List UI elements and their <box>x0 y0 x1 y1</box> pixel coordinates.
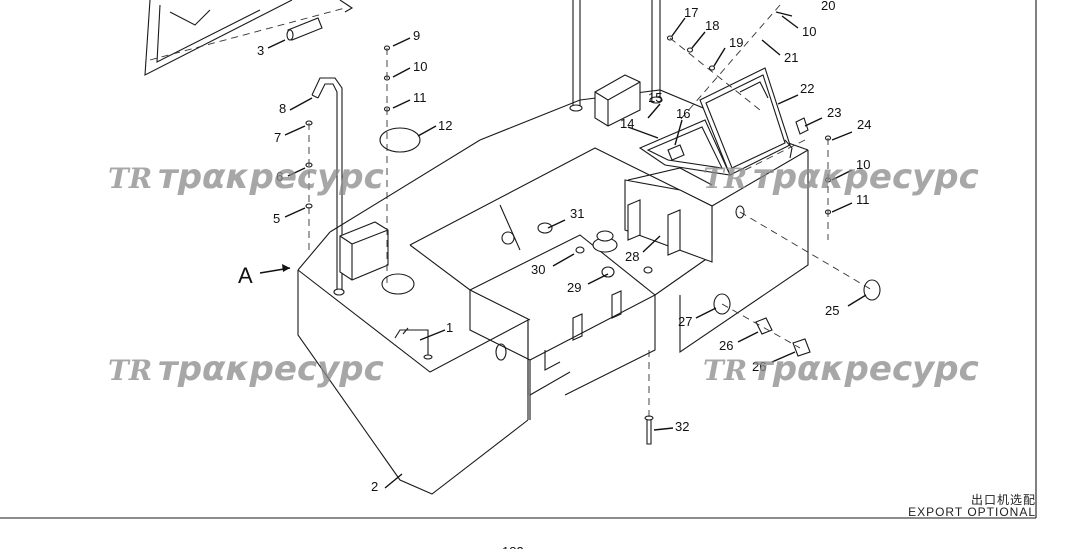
callout-7: 7 <box>274 130 281 145</box>
callout-27: 27 <box>678 314 692 329</box>
callout-19: 19 <box>729 35 743 50</box>
callout-5: 5 <box>273 211 280 226</box>
view-letter-a: A <box>238 263 253 288</box>
callout-1: 1 <box>446 320 453 335</box>
pin-part-3 <box>286 17 323 41</box>
callout-11-b: 11 <box>856 192 870 207</box>
center-bracket <box>501 167 713 278</box>
svg-text:TR: TR <box>108 354 152 387</box>
callout-6: 6 <box>276 169 283 184</box>
callout-17: 17 <box>684 5 698 20</box>
export-optional-cn: 出口机选配 <box>970 493 1036 507</box>
watermark-1: TR трακресурс <box>108 157 384 197</box>
callout-15: 15 <box>648 90 662 105</box>
svg-text:трακресурс: трακресурс <box>753 349 979 389</box>
cover-plate <box>144 0 354 76</box>
callout-16: 16 <box>676 106 690 121</box>
junction-box-left <box>339 221 389 281</box>
callout-23: 23 <box>827 105 841 120</box>
callout-2: 2 <box>371 479 378 494</box>
callout-30: 30 <box>531 262 545 277</box>
callout-14: 14 <box>620 116 634 131</box>
callout-24: 24 <box>857 117 871 132</box>
callout-10-a: 10 <box>413 59 427 74</box>
opening-cover-12 <box>379 127 421 295</box>
arrow-a-head <box>282 264 290 272</box>
mast-posts <box>569 0 663 127</box>
export-optional-en: EXPORT OPTIONAL <box>908 505 1036 519</box>
watermark-3: TR трακресурс <box>108 349 384 389</box>
callout-28: 28 <box>625 249 639 264</box>
watermark-2: TR трακресурс <box>703 157 979 197</box>
callout-12: 12 <box>438 118 452 133</box>
grab-handle-8 <box>311 77 345 296</box>
bolt-32 <box>644 415 654 445</box>
callout-10-b: 10 <box>802 24 816 39</box>
callout-21: 21 <box>784 50 798 65</box>
callout-32: 32 <box>675 419 689 434</box>
svg-text:TR: TR <box>108 162 152 195</box>
callout-18: 18 <box>705 18 719 33</box>
callout-11-a: 11 <box>413 90 427 105</box>
callout-3: 3 <box>257 43 264 58</box>
callout-numbers: 1 2 3 5 6 7 8 9 10 11 12 14 15 16 17 18 … <box>238 0 871 494</box>
hinge-pin-23 <box>795 117 809 135</box>
lifting-handle-1 <box>394 327 433 360</box>
callout-20: 20 <box>821 0 835 13</box>
svg-text:TR: TR <box>703 354 747 387</box>
watermark-4: TR трακресурс <box>703 349 979 389</box>
svg-text:TR: TR <box>703 162 747 195</box>
svg-text:трακресурс: трακресурс <box>158 349 384 389</box>
assembly-center-lines <box>149 4 873 418</box>
callout-26-b: 26 <box>752 359 766 374</box>
callout-9: 9 <box>413 28 420 43</box>
page-number: 183 <box>502 544 524 549</box>
svg-text:трακресурс: трακресурс <box>753 157 979 197</box>
access-lid-22 <box>638 67 793 176</box>
svg-text:трακресурс: трακресурс <box>158 157 384 197</box>
callout-22: 22 <box>800 81 814 96</box>
callout-10-c: 10 <box>856 157 870 172</box>
callout-29: 29 <box>567 280 581 295</box>
callout-25: 25 <box>825 303 839 318</box>
counterweight-body <box>297 89 809 495</box>
callout-8: 8 <box>279 101 286 116</box>
round-cover-25 <box>863 279 881 301</box>
callout-26-a: 26 <box>719 338 733 353</box>
callout-31: 31 <box>570 206 584 221</box>
